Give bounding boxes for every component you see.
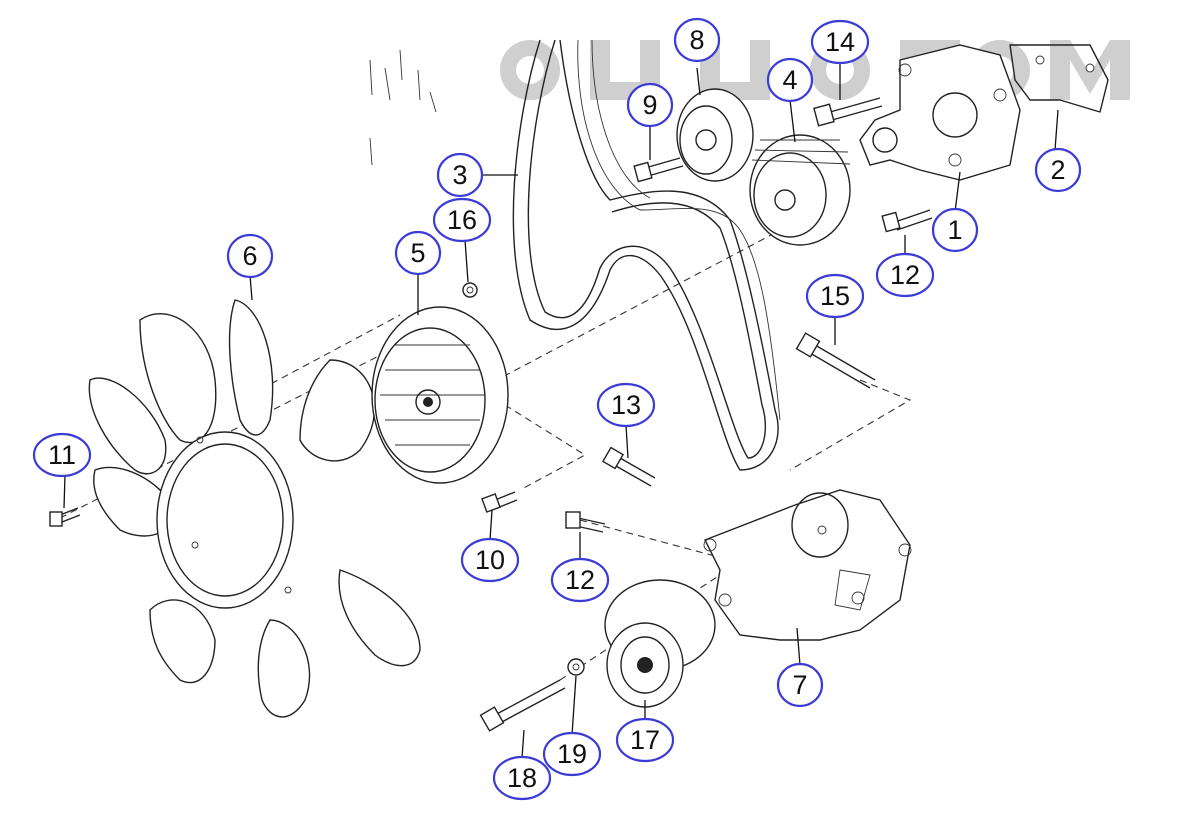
stray-marks bbox=[369, 49, 437, 166]
callout-number: 18 bbox=[507, 763, 537, 793]
callout-number: 1 bbox=[947, 215, 962, 245]
callout-ring bbox=[226, 233, 274, 279]
callout-ring bbox=[436, 152, 484, 198]
callout-number: 9 bbox=[642, 90, 657, 120]
belt-tensioner bbox=[604, 579, 716, 708]
callout-number: 11 bbox=[48, 440, 76, 470]
callout-ring bbox=[766, 57, 814, 103]
callout-c3: 3 bbox=[436, 152, 484, 198]
idler-pulley bbox=[676, 88, 754, 182]
callout-number: 19 bbox=[557, 739, 587, 769]
fasteners bbox=[49, 97, 933, 732]
callout-ring bbox=[432, 197, 492, 243]
callout-c12a: 12 bbox=[875, 252, 935, 298]
callout-ring bbox=[542, 731, 602, 777]
callout-c12b: 12 bbox=[550, 557, 610, 603]
callout-number: 3 bbox=[452, 160, 467, 190]
water-pump-gasket bbox=[1009, 44, 1109, 113]
callout-c5: 5 bbox=[394, 230, 442, 276]
callout-ring bbox=[810, 19, 870, 65]
callout-c19: 19 bbox=[542, 731, 602, 777]
water-pump bbox=[859, 44, 1021, 181]
callout-number: 7 bbox=[792, 670, 807, 700]
callout-c1: 1 bbox=[931, 207, 979, 253]
callout-number: 6 bbox=[242, 241, 257, 271]
callout-number: 10 bbox=[475, 545, 505, 575]
callout-c10: 10 bbox=[460, 537, 520, 583]
callout-c16: 16 bbox=[432, 197, 492, 243]
accessory-bracket bbox=[703, 489, 912, 641]
callout-ring bbox=[596, 382, 656, 428]
callout-c9: 9 bbox=[626, 82, 674, 128]
callout-number: 17 bbox=[630, 725, 660, 755]
callout-c18: 18 bbox=[492, 755, 552, 801]
callout-number: 12 bbox=[565, 565, 595, 595]
callout-c14: 14 bbox=[810, 19, 870, 65]
callout-ring bbox=[550, 557, 610, 603]
fan-clutch bbox=[371, 306, 509, 484]
callout-ring bbox=[460, 537, 520, 583]
drive-belt bbox=[512, 39, 781, 471]
callout-number: 15 bbox=[820, 281, 850, 311]
callout-ring bbox=[1034, 147, 1082, 193]
callout-c13: 13 bbox=[596, 382, 656, 428]
callout-number: 8 bbox=[689, 25, 704, 55]
callout-number: 4 bbox=[782, 65, 797, 95]
callout-number: 13 bbox=[611, 390, 641, 420]
callout-c8: 8 bbox=[673, 17, 721, 63]
callout-ring bbox=[805, 273, 865, 319]
leader-lines bbox=[63, 62, 1059, 759]
callout-c15: 15 bbox=[805, 273, 865, 319]
callout-number: 16 bbox=[447, 205, 477, 235]
callout-number: 5 bbox=[410, 238, 425, 268]
callout-ring bbox=[394, 230, 442, 276]
water-pump-pulley bbox=[749, 134, 851, 246]
callout-ring bbox=[492, 755, 552, 801]
callout-c17: 17 bbox=[615, 717, 675, 763]
cooling-fan bbox=[88, 299, 421, 718]
callout-number: 12 bbox=[890, 260, 920, 290]
callout-ring bbox=[776, 662, 824, 708]
callout-number: 2 bbox=[1050, 155, 1065, 185]
callout-ring bbox=[32, 432, 92, 478]
callout-ring bbox=[626, 82, 674, 128]
callout-c2: 2 bbox=[1034, 147, 1082, 193]
callout-ring bbox=[931, 207, 979, 253]
callout-c6: 6 bbox=[226, 233, 274, 279]
callout-ring bbox=[615, 717, 675, 763]
callout-c7: 7 bbox=[776, 662, 824, 708]
callout-number: 14 bbox=[825, 27, 855, 57]
callout-c4: 4 bbox=[766, 57, 814, 103]
callout-ring bbox=[875, 252, 935, 298]
callout-ring bbox=[673, 17, 721, 63]
callout-c11: 11 bbox=[32, 432, 92, 478]
